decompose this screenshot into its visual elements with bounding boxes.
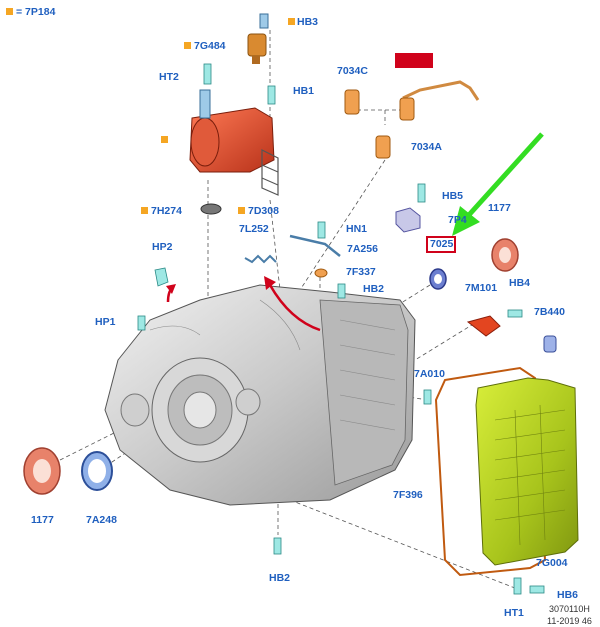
pan-gasket: [434, 366, 547, 577]
washer: [200, 203, 222, 215]
label-7p4: 7P4: [448, 214, 467, 226]
oil-pump: [189, 89, 275, 173]
label-hp1: HP1: [95, 316, 116, 328]
label-ht2: HT2: [159, 71, 179, 83]
oil-pan: [475, 377, 579, 566]
vent: [543, 335, 557, 353]
label-7f337: 7F337: [346, 266, 376, 278]
label-hp2: HP2: [152, 241, 173, 253]
label-7m101: 7M101: [465, 282, 498, 294]
legend-marker-icon: [6, 8, 13, 15]
legend-text: = 7P184: [16, 6, 56, 18]
label-7d308: 7D308: [248, 205, 279, 217]
marker-hb3-icon: [288, 18, 295, 25]
plug: [314, 268, 328, 278]
highlight-box-7025: 7025: [426, 236, 456, 253]
label-7h274: 7H274: [151, 205, 182, 217]
marker-7h274-icon: [141, 207, 148, 214]
label-7b440: 7B440: [534, 306, 565, 318]
label-hn1: HN1: [346, 223, 368, 235]
label-7l252: 7L252: [239, 223, 269, 235]
label-7025: 7025: [430, 238, 454, 250]
green-arrow-icon: [452, 132, 544, 236]
label-7a010: 7A010: [414, 368, 445, 380]
sensor-bracket: [395, 207, 421, 233]
caps: [344, 80, 480, 159]
highlight-box-top: [395, 53, 433, 68]
label-hb2-upper: HB2: [363, 283, 385, 295]
label-hb4: HB4: [509, 277, 531, 289]
clip: [289, 234, 341, 257]
label-hb3: HB3: [297, 16, 319, 28]
label-7034a: 7034A: [411, 141, 442, 153]
label-7g484: 7G484: [194, 40, 226, 52]
label-hb1: HB1: [293, 85, 315, 97]
label-7034c: 7034C: [337, 65, 368, 77]
label-hb5: HB5: [442, 190, 464, 202]
transmission-case: [104, 284, 416, 506]
marker-7g484-icon: [184, 42, 191, 49]
label-1177-upper: 1177: [488, 202, 511, 214]
reference-code: 3070110H: [549, 604, 590, 614]
reference-date: 11-2019 46: [547, 616, 592, 626]
bracket: [261, 149, 279, 196]
marker-7d308-icon: [238, 207, 245, 214]
label-1177-lower: 1177: [31, 514, 54, 526]
spring: [244, 254, 277, 264]
label-ht1: HT1: [504, 607, 524, 619]
bolts: [137, 63, 545, 595]
solenoid: [247, 13, 269, 64]
shift-lever: [466, 315, 501, 337]
marker-pump-icon: [161, 136, 168, 143]
label-7a256: 7A256: [347, 243, 378, 255]
label-hb6: HB6: [557, 589, 579, 601]
label-7f396: 7F396: [393, 489, 423, 501]
label-7g004: 7G004: [536, 557, 568, 569]
label-7a248: 7A248: [86, 514, 117, 526]
label-hb2-lower: HB2: [269, 572, 291, 584]
